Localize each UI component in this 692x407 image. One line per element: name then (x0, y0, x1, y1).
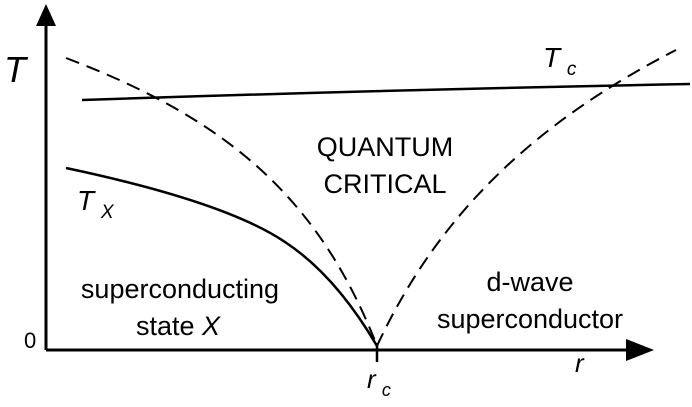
quantum-critical-label-line2: CRITICAL (323, 169, 446, 199)
superconducting-x-label-line1: superconducting (81, 274, 279, 304)
tx-label: T X (77, 185, 115, 223)
y-axis-arrowhead (36, 4, 56, 26)
critical-point-label-base: r (367, 364, 377, 394)
y-axis-label: T (4, 49, 29, 90)
y-origin-label: 0 (24, 328, 36, 353)
tc-label: T c (543, 42, 577, 80)
superconducting-x-label-line2: state X (136, 311, 221, 341)
tc-label-sub: c (567, 59, 577, 80)
superconducting-x-label-text: state (136, 311, 202, 341)
superconducting-x-label-symbol: X (201, 311, 221, 341)
quantum-critical-label-line1: QUANTUM (317, 132, 454, 162)
d-wave-label-line1: d-wave (486, 267, 573, 297)
x-axis-label: r (575, 348, 585, 378)
tx-curve (65, 166, 379, 347)
x-axis-arrowhead (626, 339, 654, 361)
critical-point-label-sub: c (382, 380, 391, 400)
critical-point-label: r c (367, 364, 391, 400)
crossover-line-left (65, 57, 378, 347)
tx-label-sub: X (100, 202, 115, 223)
tx-label-base: T (77, 185, 96, 216)
d-wave-label-line2: superconductor (437, 304, 623, 334)
tc-label-base: T (543, 42, 562, 73)
tc-curve (81, 82, 691, 102)
